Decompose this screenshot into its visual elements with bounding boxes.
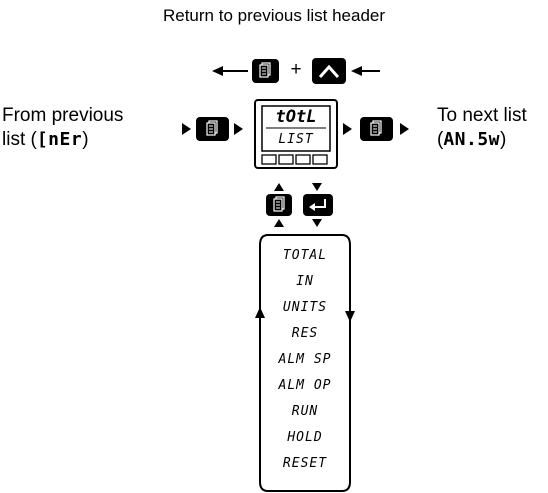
enter-key[interactable] [303,194,333,216]
page-key-top[interactable] [252,59,279,83]
page-key-left[interactable] [196,117,229,141]
page-key-icon [370,120,382,136]
controller-display [254,99,338,169]
param-units: UNITS [282,300,328,315]
from-previous-prefix: list ( [2,129,37,150]
arrow-left-top [212,66,248,76]
arrow-down-from-display [312,183,322,191]
display-top-line: tOtL [275,107,317,127]
page-key-icon [273,196,285,212]
up-key-top[interactable] [312,58,346,84]
from-previous-suffix: ) [82,129,89,150]
next-list-code: AN.5w [443,129,501,150]
up-arrow-key-icon [318,64,340,79]
arrow-out-right-key [400,123,409,135]
page-key-bottom[interactable] [266,194,292,216]
to-next-suffix: ) [500,129,507,150]
enter-key-icon [309,199,326,211]
param-run: RUN [291,404,319,419]
to-next-prefix: ( [437,129,444,150]
arrow-display-to-right-key [343,123,352,135]
page-key-icon [206,120,218,136]
param-total: TOTAL [282,248,328,263]
arrow-up-to-display [274,183,284,191]
display-bottom-line: LIST [278,132,314,147]
plus-sign: + [290,59,302,80]
param-reset: RESET [282,456,328,471]
to-next-line1: To next list [437,105,527,126]
arrow-up-to-page-key [274,219,284,227]
header-caption: Return to previous list header [162,6,386,25]
param-in: IN [296,274,314,289]
page-key-right[interactable] [360,117,393,141]
param-alm-op: ALM OP [278,378,332,393]
from-previous-line1: From previous [2,105,124,126]
param-res: RES [291,326,319,341]
param-alm-sp: ALM SP [278,352,332,367]
arrow-down-to-list [312,219,322,227]
to-next-line2: (AN.5w) [437,129,506,151]
arrow-left-key-to-display [234,123,243,135]
param-hold: HOLD [287,430,323,445]
page-key-icon [259,62,271,78]
previous-list-code: [nEr [36,129,83,150]
arrow-into-up-key [351,66,380,76]
parameter-loop [255,234,355,492]
arrow-into-left-key [182,123,191,135]
from-previous-line2: list ([nEr) [2,129,89,151]
